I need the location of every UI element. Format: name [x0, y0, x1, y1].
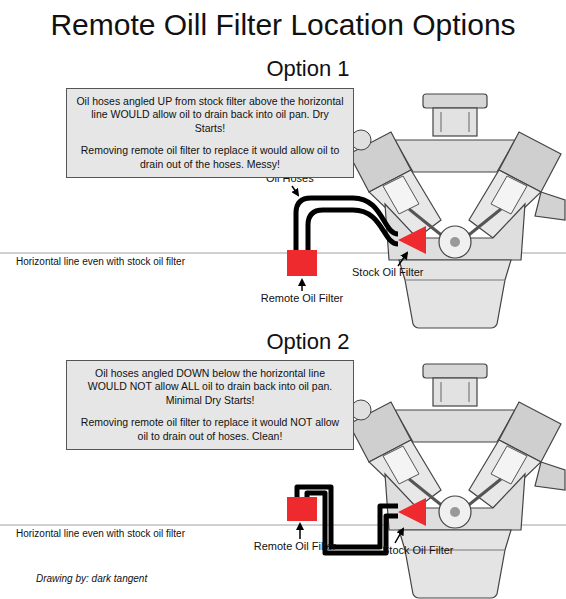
- leader-arrow: [292, 186, 298, 195]
- note-text: Removing remote oil filter to replace it…: [75, 416, 345, 443]
- filter-shape: [398, 226, 426, 254]
- note-text: Removing remote oil filter to replace it…: [75, 144, 345, 171]
- filter-label: Stock Oil Filter: [352, 266, 452, 278]
- filter-label: Stock Oil Filter: [382, 544, 482, 556]
- oil-hose: [308, 210, 398, 250]
- leader-arrow: [301, 280, 303, 291]
- note-box: Oil hoses angled UP from stock filter ab…: [66, 88, 354, 178]
- note-text: Oil hoses angled DOWN below the horizont…: [75, 367, 345, 407]
- stock-filter: Stock Oil Filter: [398, 498, 426, 526]
- stock-filter: Stock Oil Filter: [398, 226, 426, 254]
- note-text: Oil hoses angled UP from stock filter ab…: [75, 95, 345, 135]
- remote-filter: Remote Oil Filter: [287, 497, 317, 521]
- leader-arrow: [395, 529, 403, 543]
- leader-arrow: [299, 524, 301, 539]
- note-box: Oil hoses angled DOWN below the horizont…: [66, 360, 354, 450]
- engine-illustration: [349, 94, 565, 328]
- filter-label: Remote Oil Filter: [247, 292, 357, 304]
- filter-label: Remote Oil Filter: [240, 540, 350, 552]
- option-heading: Option 2: [208, 329, 408, 355]
- filter-triangle: [398, 226, 426, 254]
- leader-arrow: [398, 253, 407, 266]
- option-heading: Option 1: [208, 56, 408, 82]
- oil-hose: [296, 198, 398, 250]
- line-note: Horizontal line even with stock oil filt…: [16, 528, 316, 539]
- filter-shape: [398, 498, 426, 526]
- line-note: Horizontal line even with stock oil filt…: [16, 256, 316, 267]
- filter-triangle: [398, 498, 426, 526]
- remote-filter: Remote Oil Filter: [287, 250, 317, 276]
- credit-note: Drawing by: dark tangent: [36, 573, 296, 584]
- page-title: Remote Oill Filter Location Options: [0, 8, 566, 42]
- engine-illustration: [349, 364, 565, 598]
